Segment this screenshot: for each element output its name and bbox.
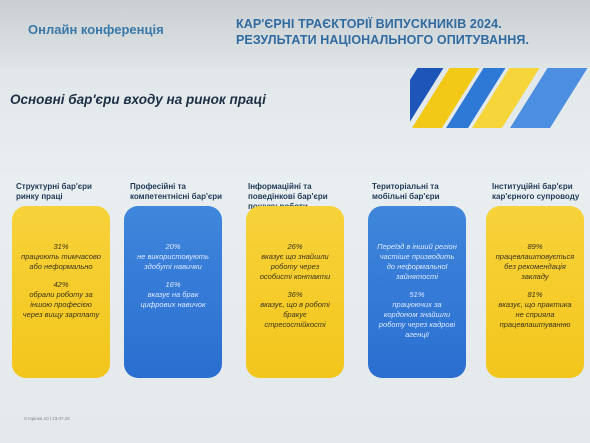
stat-percent: 20% (165, 242, 181, 251)
decorative-stripes (410, 68, 590, 128)
stat-text: Переїзд в інший регіон частіше призводит… (377, 242, 457, 281)
stat-text: працюючих за кордоном знайшли роботу чер… (378, 300, 456, 339)
stat-item: 42% обрали роботу за іншою професією чер… (20, 280, 102, 320)
stat-percent: 16% (165, 280, 181, 289)
slide-footer: Сторінка 10 | 23.07.25 (24, 416, 70, 421)
stat-text: вказує на брак цифрових навичок (140, 290, 206, 309)
card-professional: 20% не використовують здобуті навички 16… (124, 206, 222, 378)
stat-percent: 42% (53, 280, 69, 289)
column-label-professional: Професійні та компетентнісні бар'єри (130, 182, 223, 201)
stat-percent: 26% (287, 242, 303, 251)
stat-percent: 31% (53, 242, 69, 251)
column-label-structural: Структурні бар'єри ринку праці (16, 182, 92, 201)
stat-text: працюють тимчасово або неформально (21, 252, 101, 271)
stat-text: вказує, що практика не сприяла працевлаш… (498, 300, 572, 329)
stat-percent: 36% (287, 290, 303, 299)
stat-percent: 51% (409, 290, 425, 299)
stat-text: працевлаштовується без рекомендація закл… (495, 252, 575, 281)
stat-item: Переїзд в інший регіон частіше призводит… (376, 242, 458, 282)
card-territorial: Переїзд в інший регіон частіше призводит… (368, 206, 466, 378)
card-institutional: 89% працевлаштовується без рекомендація … (486, 206, 584, 378)
stat-item: 26% вказує що знайшли роботу через особи… (254, 242, 336, 282)
stat-item: 81% вказує, що практика не сприяла праце… (494, 290, 576, 330)
column-label-institutional: Інституційні бар'єри кар'єрного супровод… (492, 182, 580, 201)
stat-item: 51% працюючих за кордоном знайшли роботу… (376, 290, 458, 340)
stat-item: 36% вказує, що в роботі бракує стресості… (254, 290, 336, 330)
card-structural: 31% працюють тимчасово або неформально 4… (12, 206, 110, 378)
stat-item: 16% вказує на брак цифрових навичок (132, 280, 214, 310)
stat-item: 31% працюють тимчасово або неформально (20, 242, 102, 272)
stat-percent: 89% (527, 242, 543, 251)
stat-text: не використовують здобуті навички (137, 252, 209, 271)
card-informational: 26% вказує що знайшли роботу через особи… (246, 206, 344, 378)
stat-text: обрали роботу за іншою професією через в… (22, 290, 100, 319)
section-title: Основні бар'єри входу на ринок праці (10, 92, 266, 107)
stat-item: 89% працевлаштовується без рекомендація … (494, 242, 576, 282)
stat-text: вказує що знайшли роботу через особисті … (259, 252, 331, 281)
header-band (0, 0, 590, 68)
stat-percent: 81% (527, 290, 543, 299)
stat-item: 20% не використовують здобуті навички (132, 242, 214, 272)
conference-title: Онлайн конференція (28, 22, 164, 37)
column-label-territorial: Територіальні та мобільні бар'єри (372, 182, 440, 201)
stat-text: вказує, що в роботі бракує стресостійкос… (260, 300, 330, 329)
report-title: КАР'ЄРНІ ТРАЄКТОРІЇ ВИПУСКНИКІВ 2024. РЕ… (236, 17, 530, 47)
